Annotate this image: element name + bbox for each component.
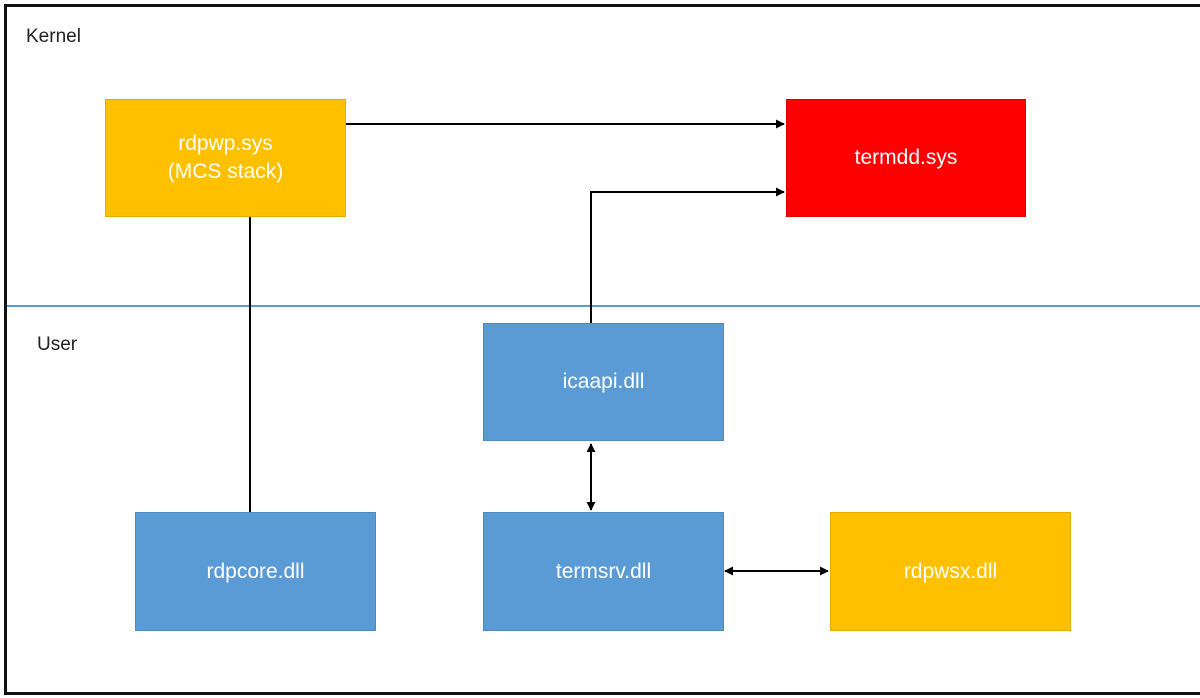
node-rdpwsx-dll: rdpwsx.dll [830, 512, 1071, 631]
zone-label-kernel: Kernel [26, 26, 81, 47]
node-rdpcore-dll: rdpcore.dll [135, 512, 376, 631]
node-termsrv-dll-name: termsrv.dll [555, 559, 652, 583]
node-icaapi-dll: icaapi.dll [483, 323, 724, 441]
node-rdpwp-sys-name: rdpwp.sys [178, 132, 273, 155]
node-rdpwp-sys: rdpwp.sys (MCS stack) [105, 99, 346, 217]
kernel-user-divider [7, 305, 1200, 307]
node-rdpwsx-dll-name: rdpwsx.dll [903, 559, 998, 583]
node-termdd-sys-name: termdd.sys [854, 146, 958, 169]
node-rdpwp-sys-subtitle: (MCS stack) [167, 160, 284, 183]
node-rdpcore-dll-name: rdpcore.dll [206, 559, 305, 583]
node-termsrv-dll: termsrv.dll [483, 512, 724, 631]
node-icaapi-dll-name: icaapi.dll [562, 370, 645, 393]
zone-label-user: User [37, 334, 78, 355]
diagram-frame [4, 4, 1200, 695]
node-termdd-sys: termdd.sys [786, 99, 1026, 217]
